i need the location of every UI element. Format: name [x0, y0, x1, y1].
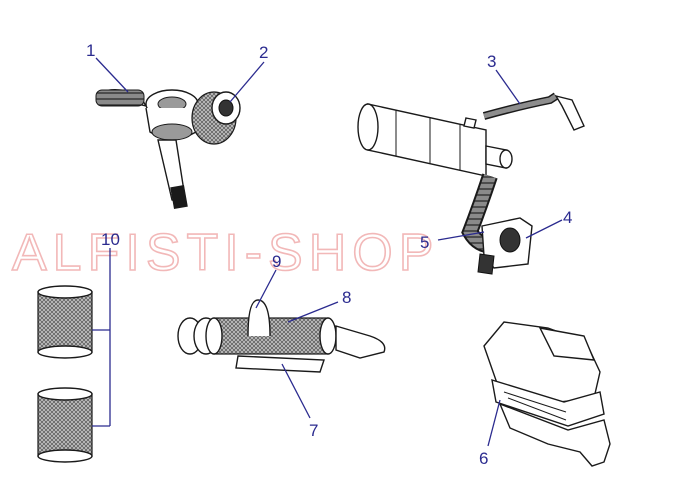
part-cylindrical-filter-assembly — [177, 299, 386, 373]
part-air-box-assembly — [95, 89, 241, 210]
watermark: ALFISTI-SHOP — [12, 224, 439, 282]
callout-9: 9 — [272, 252, 281, 271]
callout-10: 10 — [101, 230, 120, 249]
callout-6: 6 — [479, 449, 488, 468]
callout-7: 7 — [309, 421, 318, 440]
part-intake-silencer-assembly — [357, 92, 585, 275]
callout-1: 1 — [86, 41, 95, 60]
callout-3: 3 — [487, 52, 496, 71]
part-air-filter-housing — [483, 321, 611, 467]
callout-4: 4 — [563, 208, 572, 227]
callout-5: 5 — [420, 233, 429, 252]
callout-8: 8 — [342, 288, 351, 307]
leader-lines — [92, 57, 563, 447]
part-round-filters — [37, 285, 93, 463]
callout-2: 2 — [259, 43, 268, 62]
